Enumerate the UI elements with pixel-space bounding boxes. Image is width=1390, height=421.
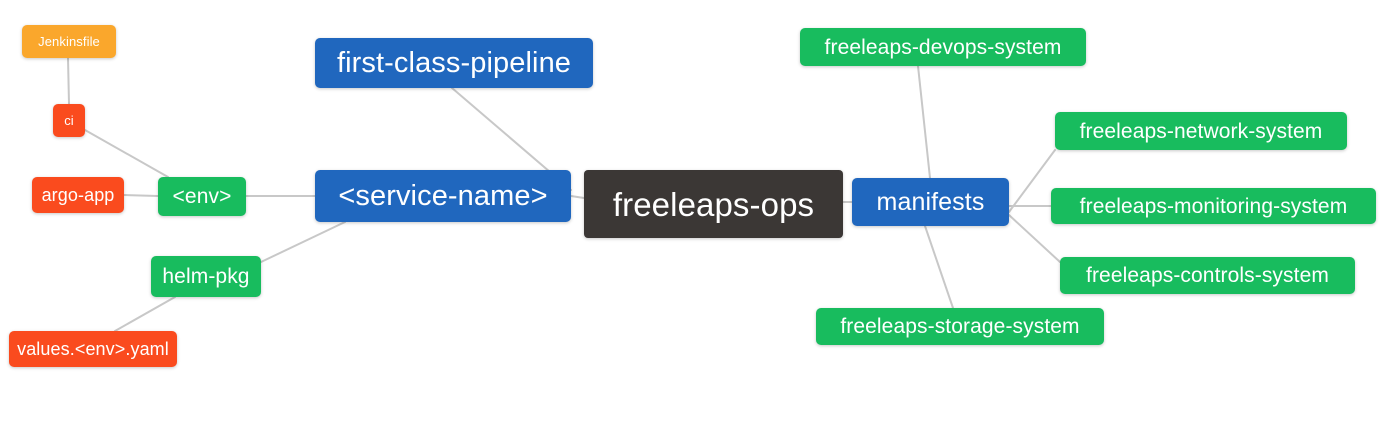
node-label-argo-app: argo-app: [41, 185, 115, 205]
node-network-sys[interactable]: freeleaps-network-system: [1055, 112, 1347, 150]
node-service-name[interactable]: <service-name>: [315, 170, 571, 222]
node-label-service-name: <service-name>: [338, 179, 548, 212]
edge-manifests-to-storage-sys: [924, 225, 954, 309]
edge-root-to-service-name: [570, 195, 585, 199]
node-monitoring-sys[interactable]: freeleaps-monitoring-system: [1051, 188, 1376, 224]
edge-service-name-to-helm-pkg: [260, 221, 346, 263]
node-manifests[interactable]: manifests: [852, 178, 1009, 226]
node-label-root: freeleaps-ops: [612, 185, 815, 223]
node-controls-sys[interactable]: freeleaps-controls-system: [1060, 257, 1355, 294]
node-values-yaml[interactable]: values.<env>.yaml: [9, 331, 177, 367]
edge-ci-to-jenkinsfile: [67, 57, 70, 105]
edge-env-to-ci: [84, 129, 169, 178]
node-label-devops-sys: freeleaps-devops-system: [824, 35, 1062, 59]
edge-manifests-to-network-sys: [1008, 149, 1056, 213]
node-argo-app[interactable]: argo-app: [32, 177, 124, 213]
edge-manifests-to-devops-sys: [917, 65, 931, 179]
node-root[interactable]: freeleaps-ops: [584, 170, 843, 238]
node-label-helm-pkg: helm-pkg: [162, 265, 250, 288]
node-label-network-sys: freeleaps-network-system: [1079, 119, 1323, 143]
node-env[interactable]: <env>: [158, 177, 246, 216]
edge-env-to-argo-app: [123, 194, 159, 197]
node-devops-sys[interactable]: freeleaps-devops-system: [800, 28, 1086, 66]
node-label-monitoring-sys: freeleaps-monitoring-system: [1079, 194, 1348, 218]
node-label-ci: ci: [64, 113, 74, 128]
node-label-env: <env>: [172, 185, 232, 208]
node-label-storage-sys: freeleaps-storage-system: [840, 315, 1080, 338]
node-label-controls-sys: freeleaps-controls-system: [1086, 264, 1329, 287]
node-jenkinsfile[interactable]: Jenkinsfile: [22, 25, 116, 58]
node-storage-sys[interactable]: freeleaps-storage-system: [816, 308, 1104, 345]
node-ci[interactable]: ci: [53, 104, 85, 137]
node-helm-pkg[interactable]: helm-pkg: [151, 256, 261, 297]
node-label-pipeline: first-class-pipeline: [336, 46, 572, 79]
node-pipeline[interactable]: first-class-pipeline: [315, 38, 593, 88]
edge-helm-pkg-to-values-yaml: [114, 296, 176, 332]
node-label-manifests: manifests: [876, 187, 985, 216]
node-label-values-yaml: values.<env>.yaml: [17, 339, 169, 359]
node-label-jenkinsfile: Jenkinsfile: [38, 34, 100, 49]
